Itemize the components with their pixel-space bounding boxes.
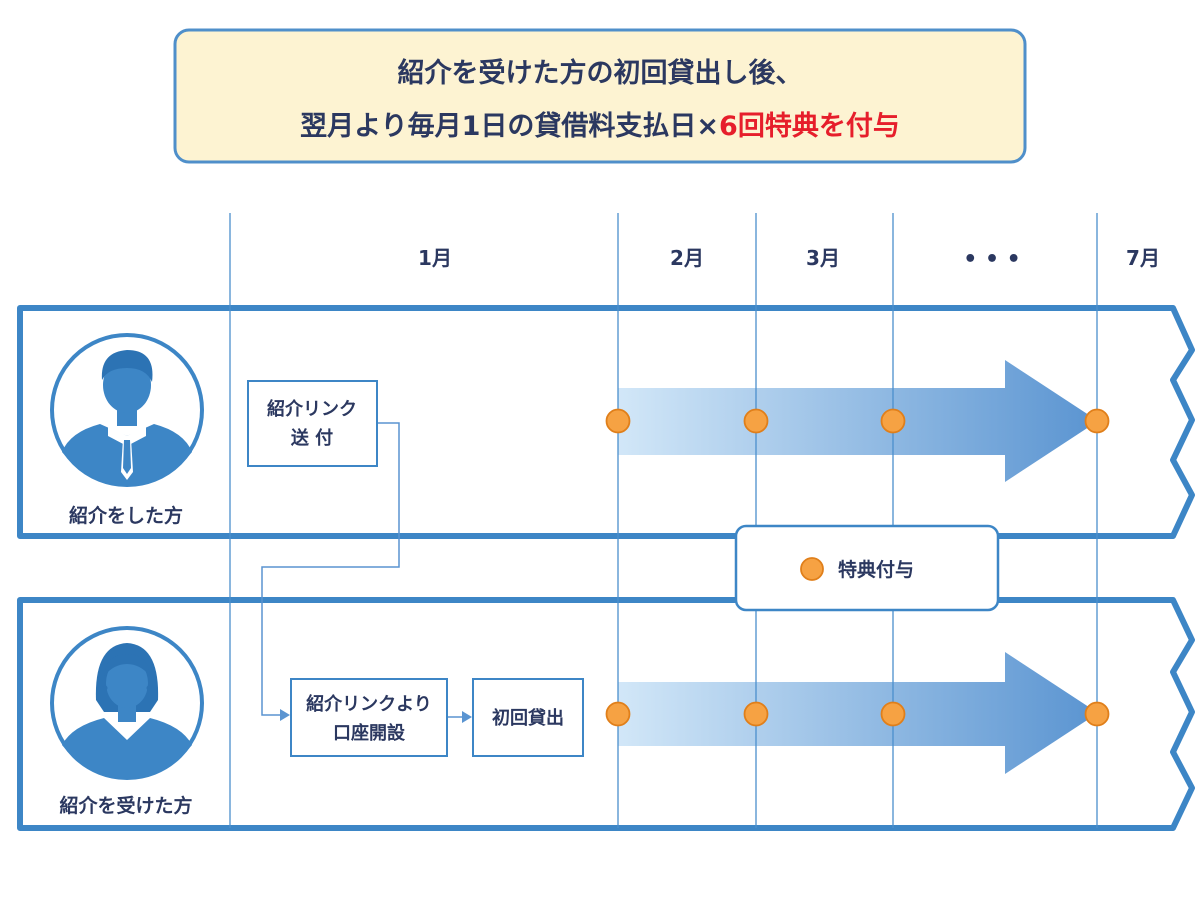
bonus-dot-icon (743, 701, 769, 727)
arrowhead-icon (280, 709, 290, 721)
step-open-line2: 口座開設 (333, 722, 406, 744)
month-label-ellipsis: • • • (963, 247, 1021, 272)
header-line1: 紹介を受けた方の初回貸出し後、 (398, 57, 803, 89)
step-send-referral-link: 紹介リンク 送 付 (247, 380, 378, 467)
step-open-line1: 紹介リンクより (306, 693, 432, 715)
referee-benefit-arrow (618, 652, 1098, 774)
bonus-dot-icon (605, 701, 631, 727)
header-banner: 紹介を受けた方の初回貸出し後、 翌月より毎月1日の貸借料支払日×6回特典を付与 (173, 28, 1027, 164)
step-send-line1: 紹介リンク (267, 398, 357, 420)
month-label-3: 3月 (806, 246, 840, 270)
header-line2: 翌月より毎月1日の貸借料支払日×6回特典を付与 (300, 110, 900, 142)
month-label-2: 2月 (670, 246, 704, 270)
bonus-dot-icon (743, 408, 769, 434)
flow-connector (261, 422, 464, 718)
month-dividers (229, 213, 1098, 828)
legend-box: 特典付与 (734, 524, 1000, 612)
bonus-dot-icon (1084, 408, 1110, 434)
bonus-dot-icon (880, 701, 906, 727)
step-first-loan-label: 初回貸出 (492, 707, 564, 729)
month-label-7: 7月 (1126, 246, 1160, 270)
businessman-icon (50, 333, 204, 487)
step-send-line2: 送 付 (290, 427, 333, 449)
bonus-dots (605, 408, 1110, 727)
header-line2-highlight: 6回特典を付与 (719, 111, 900, 142)
step-first-loan: 初回貸出 (472, 678, 584, 757)
bonus-dot-icon (880, 408, 906, 434)
bonus-dot-icon (605, 408, 631, 434)
businesswoman-icon (50, 626, 204, 780)
bonus-dot-icon (1084, 701, 1110, 727)
month-label-1: 1月 (418, 246, 452, 270)
referee-lane-frame (17, 597, 1195, 831)
legend-label: 特典付与 (838, 558, 914, 581)
referee-label: 紹介を受けた方 (59, 794, 192, 817)
header-line2-prefix: 翌月より毎月1日の貸借料支払日× (300, 110, 719, 142)
referrer-benefit-arrow (618, 360, 1098, 482)
arrowhead-icon (462, 711, 472, 723)
referrer-lane-frame (17, 305, 1195, 539)
bonus-dot-icon (800, 557, 824, 581)
step-open-account: 紹介リンクより 口座開設 (290, 678, 448, 757)
referrer-label: 紹介をした方 (69, 504, 183, 527)
